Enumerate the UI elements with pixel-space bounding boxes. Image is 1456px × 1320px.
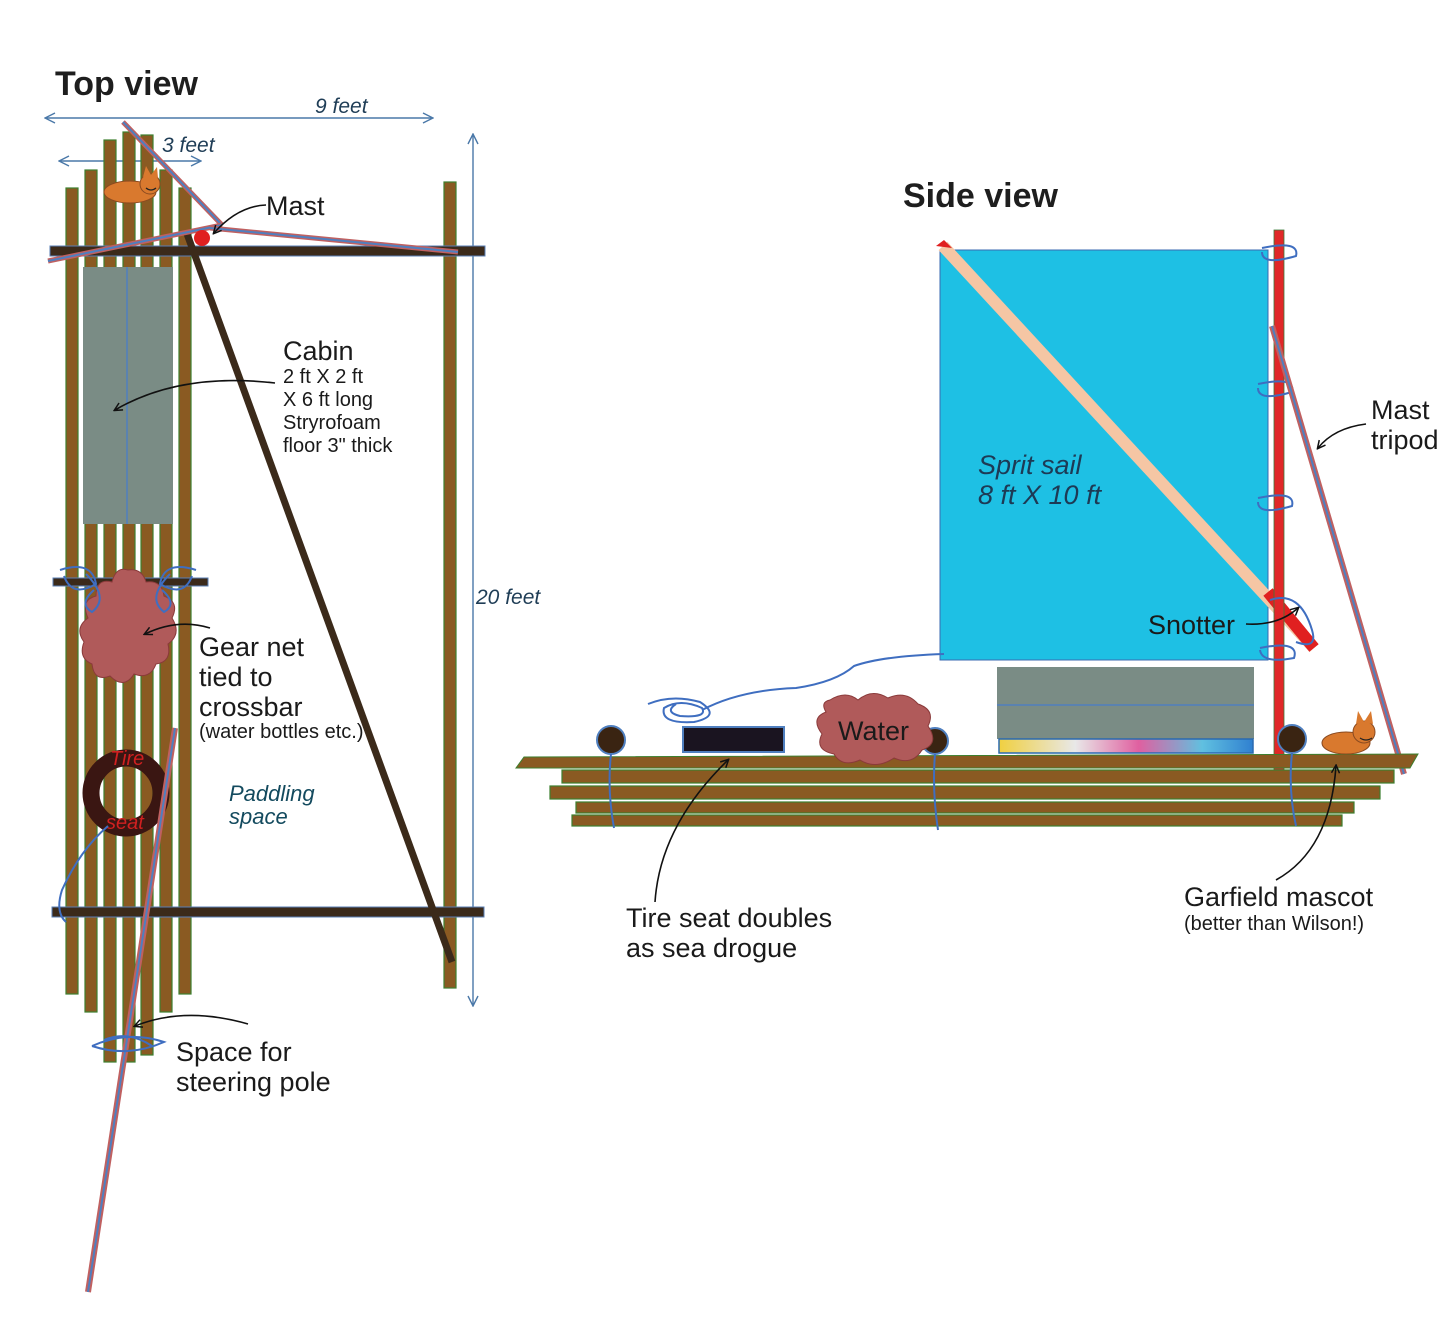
crossbar-top: [49, 245, 486, 257]
width-dimension-label: 9 feet: [315, 95, 369, 118]
sheet-rope-coil: [647, 697, 711, 724]
gear-net: [79, 568, 177, 683]
log: [65, 187, 79, 995]
mast-hoop: [1261, 244, 1298, 262]
sprit-sail: [939, 249, 1269, 661]
cat-mascot-icon: [103, 166, 161, 204]
cabin-detail-line: floor 3" thick: [283, 435, 393, 457]
snotter-rope: [1259, 597, 1315, 661]
mast-tripod-label-line: Mast: [1371, 395, 1430, 425]
tripod-pole-outline: [122, 121, 223, 226]
sprit-boom: [938, 241, 1319, 653]
paddling-space-line: space: [229, 804, 288, 829]
outrigger-log: [443, 181, 457, 989]
hull-log: [571, 814, 1343, 827]
steering-leader: [135, 1014, 249, 1026]
snotter-label: Snotter: [1148, 610, 1235, 640]
steering-label-line: steering pole: [176, 1067, 331, 1097]
tire-seat-leader: [654, 760, 728, 903]
paddling-space-line: Paddling: [229, 781, 315, 806]
crossbar-bottom: [51, 906, 485, 918]
water-gear-net: [816, 693, 934, 765]
tire-seat-icon: Tire seat: [82, 748, 170, 837]
cabin-detail-line: 2 ft X 2 ft: [283, 366, 363, 388]
net-tie-rope: [155, 566, 197, 614]
hull-log: [561, 769, 1395, 784]
top-view: Top view 9 feet 3 feet 20 feet: [46, 65, 541, 1293]
mast: [1273, 229, 1285, 783]
length-dimension-label: 20 feet: [475, 586, 541, 609]
steering-rope-loop: [91, 1035, 167, 1053]
hull-log: [575, 801, 1355, 814]
gear-net-line: crossbar: [199, 692, 303, 722]
hull-log: [549, 785, 1381, 800]
gear-net-line: tied to: [199, 662, 273, 692]
top-view-title: Top view: [55, 65, 198, 103]
cabin-leader: [115, 379, 276, 410]
tripod-pole-outline: [47, 224, 223, 262]
mast-point: [194, 230, 210, 246]
cat-mascot-icon: [1321, 711, 1376, 755]
side-view: Side view Sprit sail 8 ft X 10 ft Snotte…: [515, 177, 1439, 963]
lashing-rope: [933, 753, 939, 831]
mast-label: Mast: [266, 191, 325, 221]
tire-seat-label-line: as sea drogue: [626, 933, 797, 963]
log: [178, 187, 192, 995]
steering-pole-outline: [87, 727, 176, 1293]
lashing-rope: [608, 753, 615, 829]
deck: [515, 753, 1419, 769]
garfield-title: Garfield mascot: [1184, 882, 1374, 912]
tripod-pole-outline: [209, 227, 459, 253]
tire-label-bottom: seat: [106, 812, 145, 834]
steering-label-line: Space for: [176, 1037, 292, 1067]
mast-tripod-label-line: tripod: [1371, 425, 1439, 455]
water-label: Water: [838, 716, 909, 746]
cabin-detail-line: Stryrofoam: [283, 412, 381, 434]
sail-label-line: Sprit sail: [978, 450, 1083, 480]
sheet-rope: [701, 653, 945, 711]
side-view-title: Side view: [903, 177, 1059, 215]
snotter-leader: [1245, 608, 1298, 625]
cleat: [596, 725, 626, 755]
gear-net-line: Gear net: [199, 632, 305, 662]
cabin-detail-line: X 6 ft long: [283, 389, 373, 411]
tire-seat-side: [682, 726, 785, 753]
mast-tripod-leader: [1318, 423, 1367, 448]
cleat: [1277, 724, 1307, 754]
garfield-leader: [1275, 766, 1336, 881]
mast-hoop: [1257, 494, 1294, 512]
mast-tripod-pole-outline: [1271, 325, 1405, 775]
net-tie-rope: [59, 566, 101, 614]
section-dimension-label: 3 feet: [162, 134, 216, 157]
cabin-title: Cabin: [283, 336, 354, 366]
gear-net-note: (water bottles etc.): [199, 721, 364, 743]
sprit-tip: [936, 240, 952, 248]
lashing-rope: [1289, 752, 1297, 827]
tire-label-top: Tire: [110, 748, 144, 770]
cabin-side: [997, 667, 1254, 739]
sail-label-line: 8 ft X 10 ft: [978, 480, 1103, 510]
tire-tether-rope: [58, 825, 109, 923]
tire-seat-label-line: Tire seat doubles: [626, 903, 832, 933]
cabin: [83, 267, 173, 524]
styrofoam-floor: [998, 738, 1254, 754]
mast-leader: [214, 204, 267, 233]
gear-net-leader: [145, 623, 211, 634]
garfield-note: (better than Wilson!): [1184, 913, 1364, 935]
diagonal-brace: [182, 229, 456, 964]
